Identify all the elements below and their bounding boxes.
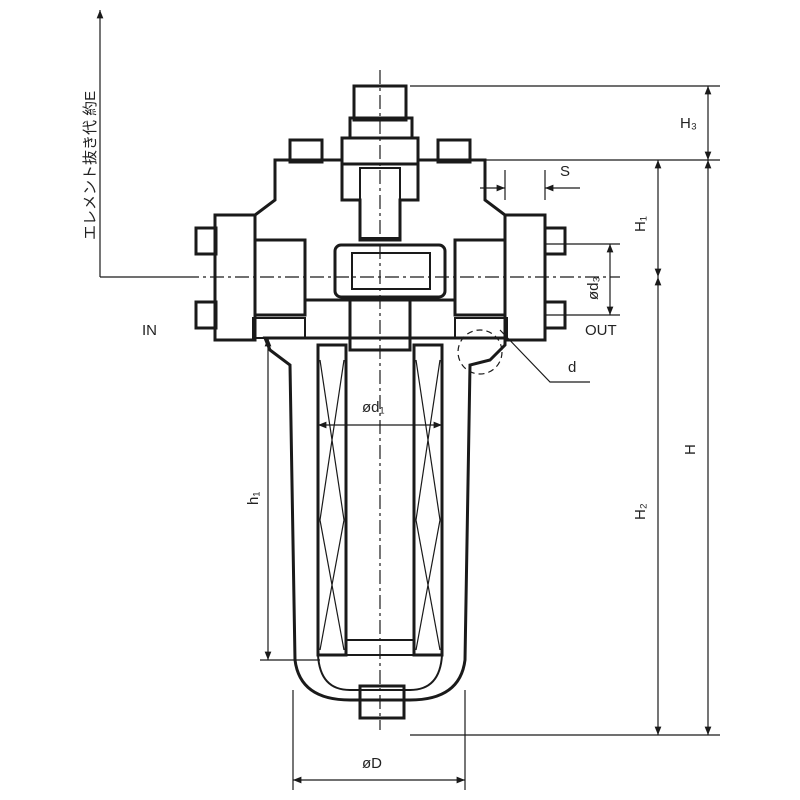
filter-element [316,343,444,657]
label-in: IN [142,322,157,339]
label-d: d [568,359,576,376]
label-out: OUT [585,322,617,339]
label-D: øD [362,755,382,772]
label-h1: H₁ [632,216,649,232]
label-h2: H₂ [632,503,649,520]
label-s: S [560,163,570,180]
element-removal-label: エレメント抜き代 約E [82,91,99,240]
label-h1-small: h₁ [245,492,262,505]
element-removal-dimension: エレメント抜き代 約E [82,9,185,278]
label-d1: ød₁ [362,399,385,416]
drain-detail-circle [457,329,503,375]
label-h3: H₃ [680,115,697,132]
label-h: H [682,444,699,455]
dimensions-left-bottom [260,337,466,790]
dimensions-right [410,85,720,736]
label-d3: ød₃ [585,276,602,300]
